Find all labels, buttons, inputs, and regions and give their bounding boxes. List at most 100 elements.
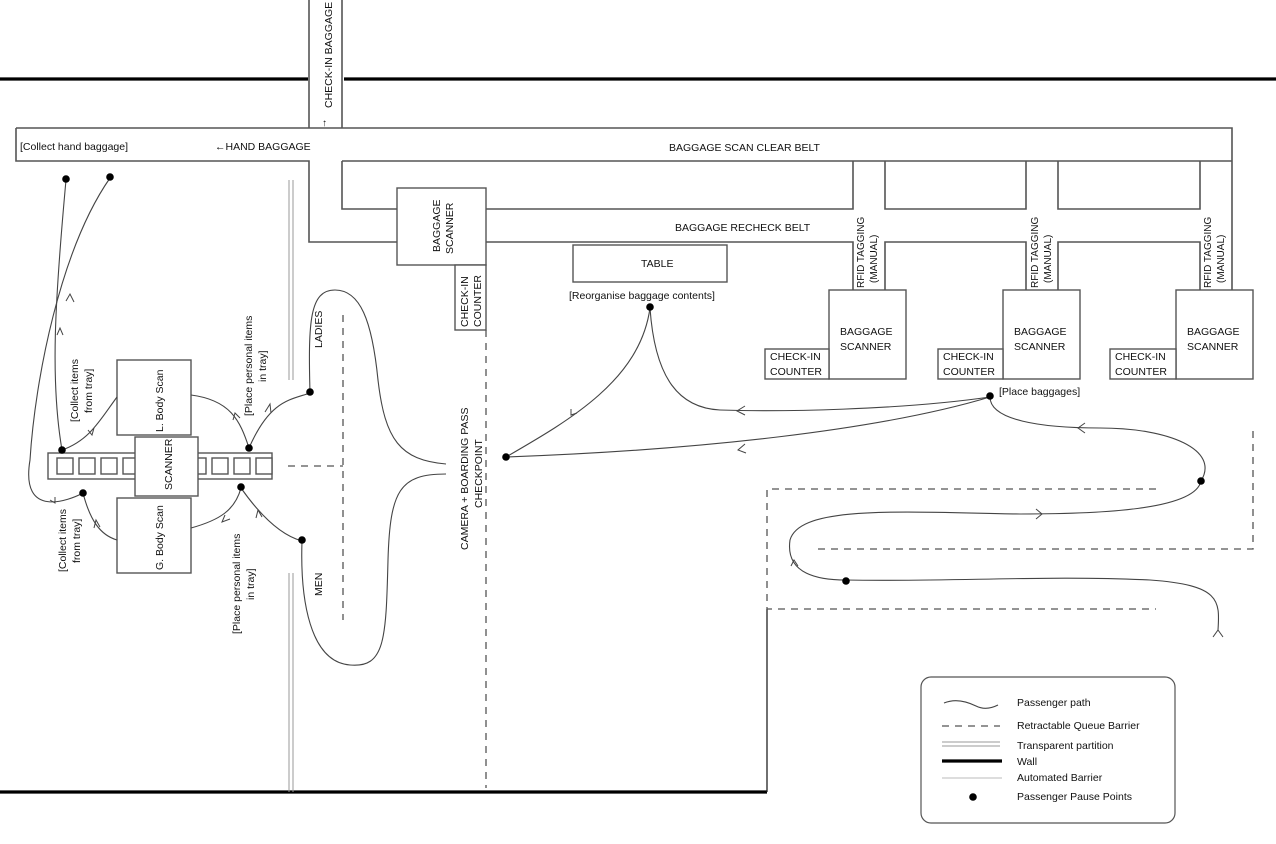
pause-point: [1197, 477, 1205, 485]
pause-point: [502, 453, 510, 461]
queue-barrier-serpentine-inner: [818, 430, 1254, 550]
main-baggage-scanner: BAGGAGE SCANNER: [396, 187, 487, 266]
recheck-belt-3: [1057, 241, 1201, 290]
svg-text:in tray]: in tray]: [257, 350, 269, 382]
svg-text:L. Body Scan: L. Body Scan: [154, 369, 166, 432]
passenger-paths: [28, 177, 1220, 666]
svg-text:TABLE: TABLE: [641, 258, 673, 270]
svg-text:BAGGAGE: BAGGAGE: [840, 326, 893, 338]
svg-text:from tray]: from tray]: [71, 519, 83, 563]
svg-text:CHECK-IN: CHECK-IN: [943, 351, 994, 363]
svg-text:[Collect items: [Collect items: [69, 359, 81, 422]
clear-belt-segment-2: [884, 161, 1027, 210]
svg-text:CHECK-IN: CHECK-IN: [770, 351, 821, 363]
pause-point: [646, 303, 654, 311]
svg-text:RFID TAGGING: RFID TAGGING: [1203, 216, 1214, 288]
place-items-label-top: [Place personal items in tray]: [243, 316, 269, 416]
clear-belt-segment-3: [1057, 161, 1201, 210]
pause-point: [237, 483, 245, 491]
svg-text:[Place personal items: [Place personal items: [243, 316, 255, 416]
g-body-scan: G. Body Scan: [116, 497, 192, 574]
transparent-partition-upper: [288, 180, 294, 380]
legend-label: Transparent partition: [1017, 740, 1114, 752]
l-body-scan: L. Body Scan: [116, 359, 192, 436]
svg-text:COUNTER: COUNTER: [943, 366, 995, 378]
svg-text:SCANNER: SCANNER: [1014, 341, 1066, 353]
clear-belt-segment-1: [486, 161, 854, 210]
svg-text:G. Body Scan: G. Body Scan: [154, 505, 166, 570]
legend-label: Passenger Pause Points: [1017, 791, 1132, 803]
hand-baggage-belt: [15, 128, 397, 243]
pause-point: [58, 446, 66, 454]
security-scanner: SCANNER: [134, 436, 199, 497]
main-check-in-counter: CHECK-IN COUNTER: [454, 264, 487, 331]
pause-point: [62, 175, 70, 183]
clear-belt-left-loop: [341, 161, 397, 210]
station-3: RFID TAGGING (MANUAL) BAGGAGE SCANNER CH…: [1109, 216, 1254, 380]
legend-label: Automated Barrier: [1017, 772, 1103, 784]
table: TABLE: [572, 244, 728, 283]
recheck-belt-label: BAGGAGE RECHECK BELT: [675, 222, 811, 234]
svg-text:CHECK-IN: CHECK-IN: [1115, 351, 1166, 363]
recheck-belt-2: [884, 241, 1027, 290]
svg-text:CHECKPOINT: CHECKPOINT: [473, 439, 485, 508]
svg-text:in tray]: in tray]: [245, 568, 257, 600]
place-items-label-bottom: [Place personal items in tray]: [231, 534, 257, 634]
ladies-label: LADIES: [313, 311, 325, 348]
pause-point: [298, 536, 306, 544]
clear-belt-outer-top: [16, 127, 1233, 290]
legend-passenger-path-symbol: [943, 700, 999, 709]
svg-text:CAMERA + BOARDING PASS: CAMERA + BOARDING PASS: [459, 408, 471, 550]
pause-points: [58, 173, 1205, 585]
recheck-belt-1: [486, 241, 854, 290]
legend-label: Passenger path: [1017, 697, 1091, 709]
collect-items-label-bottom: [Collect items from tray]: [57, 509, 83, 572]
collect-items-label-top: [Collect items from tray]: [69, 359, 95, 422]
svg-text:(MANUAL): (MANUAL): [1216, 235, 1227, 283]
svg-text:CHECK-IN: CHECK-IN: [459, 276, 471, 327]
path-arrows: [49, 292, 1224, 638]
collect-hand-baggage-label: [Collect hand baggage]: [20, 141, 128, 153]
pause-point: [986, 392, 994, 400]
reorganise-label: [Reorganise baggage contents]: [569, 290, 715, 302]
svg-text:RFID TAGGING: RFID TAGGING: [1030, 216, 1041, 288]
legend: Passenger path Retractable Queue Barrier…: [920, 676, 1176, 824]
svg-text:[Collect items: [Collect items: [57, 509, 69, 572]
station-1: RFID TAGGING (MANUAL) BAGGAGE SCANNER CH…: [764, 216, 907, 380]
men-label: MEN: [313, 573, 325, 596]
svg-text:[Place personal items: [Place personal items: [231, 534, 243, 634]
place-baggages-label: [Place baggages]: [999, 386, 1080, 398]
camera-checkpoint-label: CAMERA + BOARDING PASS CHECKPOINT: [459, 408, 485, 550]
clear-belt-label: BAGGAGE SCAN CLEAR BELT: [669, 142, 821, 154]
pause-point: [79, 489, 87, 497]
svg-text:COUNTER: COUNTER: [1115, 366, 1167, 378]
pause-point: [245, 444, 253, 452]
pause-point: [306, 388, 314, 396]
svg-text:CHECK-IN BAGGAGE: CHECK-IN BAGGAGE: [323, 2, 335, 108]
svg-text:COUNTER: COUNTER: [770, 366, 822, 378]
hand-baggage-label: ←HAND BAGGAGE: [215, 141, 311, 153]
station-2: RFID TAGGING (MANUAL) BAGGAGE SCANNER CH…: [937, 216, 1081, 380]
svg-text:BAGGAGE: BAGGAGE: [431, 199, 443, 252]
legend-label: Retractable Queue Barrier: [1017, 720, 1140, 732]
svg-text:(MANUAL): (MANUAL): [1043, 235, 1054, 283]
svg-text:BAGGAGE: BAGGAGE: [1187, 326, 1240, 338]
svg-text:from tray]: from tray]: [83, 369, 95, 413]
svg-text:RFID TAGGING: RFID TAGGING: [856, 216, 867, 288]
svg-text:SCANNER: SCANNER: [444, 202, 456, 254]
legend-label: Wall: [1017, 756, 1037, 768]
svg-text:COUNTER: COUNTER: [472, 275, 484, 327]
legend-pause-point-symbol: [969, 793, 977, 801]
svg-text:BAGGAGE: BAGGAGE: [1014, 326, 1067, 338]
pause-point: [842, 577, 850, 585]
queue-barrier-serpentine-outer: [766, 488, 1156, 610]
svg-text:SCANNER: SCANNER: [1187, 341, 1239, 353]
svg-text:SCANNER: SCANNER: [163, 438, 175, 490]
transparent-partition-lower: [288, 573, 294, 792]
svg-text:(MANUAL): (MANUAL): [869, 235, 880, 283]
svg-text:↑: ↑: [322, 118, 327, 129]
legend-partition-symbol: [942, 741, 1000, 747]
svg-text:SCANNER: SCANNER: [840, 341, 892, 353]
pause-point: [106, 173, 114, 181]
